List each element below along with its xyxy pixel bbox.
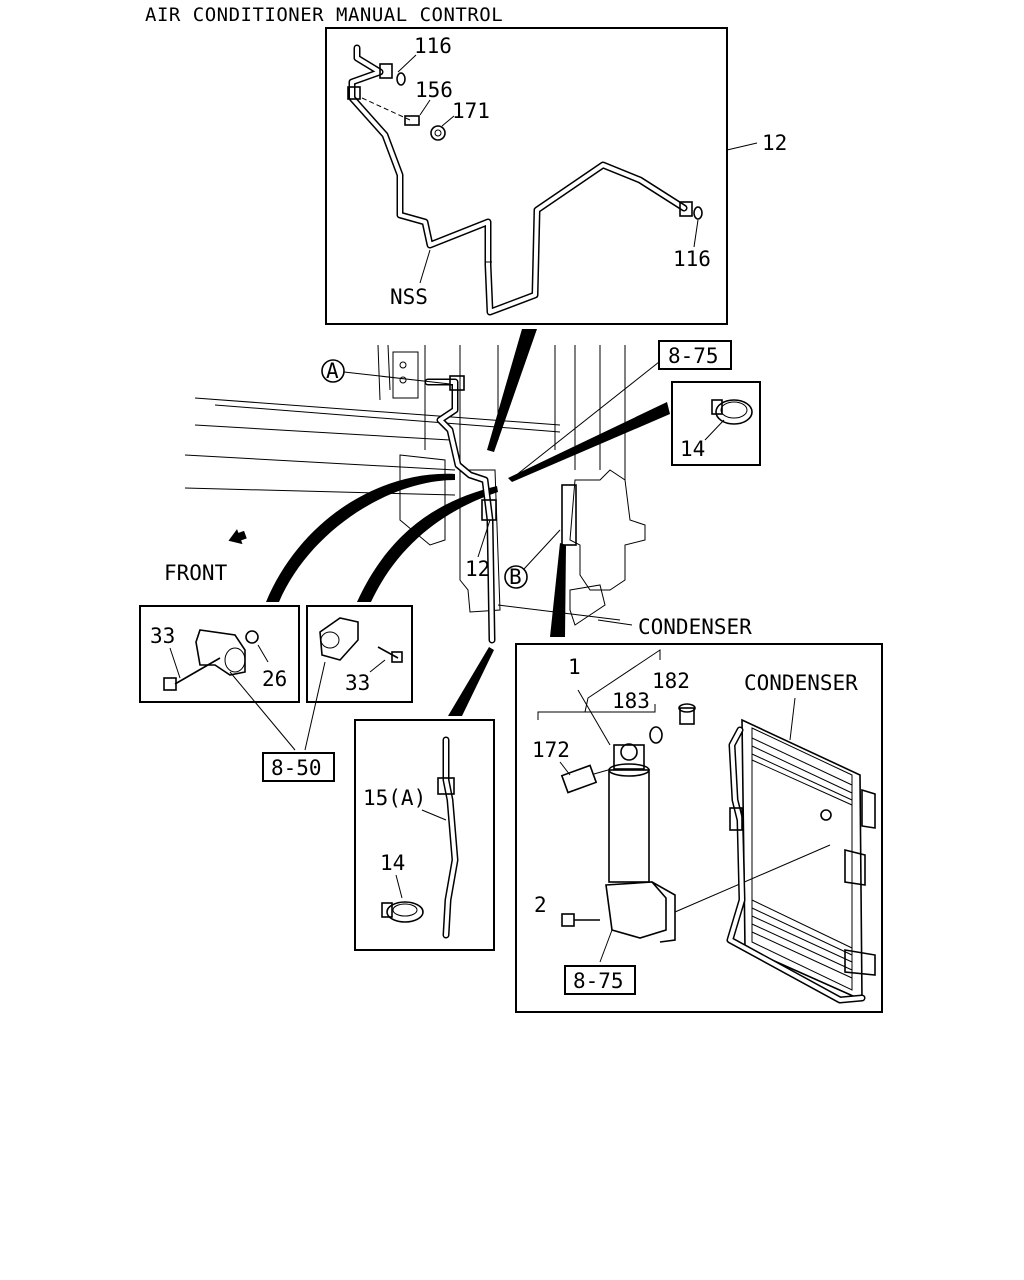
diagram-title: AIR CONDITIONER MANUAL CONTROL <box>145 4 503 26</box>
callout-171: 171 <box>452 99 490 123</box>
front-arrow-icon <box>228 529 247 545</box>
ref-box-8-50[interactable] <box>262 752 335 782</box>
plug-182 <box>678 703 696 725</box>
label-b: B <box>509 565 522 589</box>
ref-box-8-75-bottom[interactable] <box>564 965 636 995</box>
callout-156: 156 <box>415 78 453 102</box>
label-a: A <box>326 359 339 383</box>
nut-171 <box>430 125 446 141</box>
bracket-detail-box-right <box>306 605 413 703</box>
refrigerant-pipe-12 <box>347 44 693 316</box>
ref-8-75-top: 8-75 <box>668 344 719 368</box>
clamp-14-top <box>711 399 753 425</box>
label-condenser-detail: CONDENSER <box>744 671 858 695</box>
leader-wedge-left <box>266 473 455 602</box>
callout-182: 182 <box>652 669 690 693</box>
bracket-assembly-left <box>163 629 259 691</box>
o-ring-116-top <box>396 72 406 86</box>
pipe-routing <box>424 375 577 644</box>
callout-183: 183 <box>612 689 650 713</box>
callout-116-top: 116 <box>414 34 452 58</box>
label-condenser-main: CONDENSER <box>638 615 752 639</box>
vehicle-frame <box>184 344 646 626</box>
callout-12-pipe: 12 <box>762 131 787 155</box>
o-ring-116-right <box>693 206 703 220</box>
leader-wedge-clamp <box>508 402 670 482</box>
callout-14-top: 14 <box>680 437 705 461</box>
leader-wedge-receiver <box>550 543 566 637</box>
callout-14-bottom: 14 <box>380 851 405 875</box>
callout-172: 172 <box>532 738 570 762</box>
clamp-14-bottom <box>381 901 424 923</box>
ref-8-75-bottom: 8-75 <box>573 969 624 993</box>
circle-marker-b <box>504 565 528 589</box>
ref-box-8-75-top[interactable] <box>658 340 732 370</box>
bolt-2 <box>561 913 600 927</box>
callout-2: 2 <box>534 893 547 917</box>
receiver-detail-box <box>515 643 883 1013</box>
hose-detail-box <box>354 719 495 951</box>
callout-26: 26 <box>262 667 287 691</box>
switch-172 <box>560 764 609 794</box>
label-front: FRONT <box>164 561 228 585</box>
bolt-156 <box>361 97 420 126</box>
callout-1: 1 <box>568 655 581 679</box>
callout-12-main: 12 <box>465 557 490 581</box>
circle-marker-a <box>321 359 345 383</box>
hose-15a <box>437 736 459 939</box>
ref-8-50: 8-50 <box>271 756 322 780</box>
pipe-detail-box <box>325 27 728 325</box>
leader-wedge-hose <box>448 647 494 716</box>
bracket-detail-box-left <box>139 605 300 703</box>
callout-nss: NSS <box>390 285 428 309</box>
callout-33-left: 33 <box>150 624 175 648</box>
callout-116-right: 116 <box>673 247 711 271</box>
condenser-unit <box>726 718 876 1004</box>
callout-33-right: 33 <box>345 671 370 695</box>
leader-wedge-mid <box>357 486 498 602</box>
bracket-assembly-right <box>319 617 403 663</box>
leader-wedge-top <box>487 329 537 452</box>
clamp-detail-box <box>671 381 761 466</box>
o-ring-183 <box>649 726 663 744</box>
callout-15a: 15(A) <box>363 786 426 810</box>
